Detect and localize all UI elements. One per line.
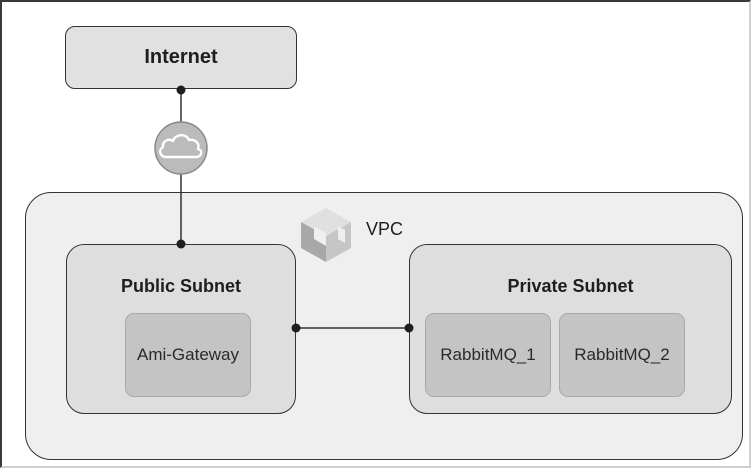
- vpc-cube-icon: [301, 208, 351, 262]
- private-subnet-left-dot: [404, 323, 414, 333]
- rabbitmq-1-node: RabbitMQ_1: [425, 313, 551, 397]
- rabbitmq-2-node: RabbitMQ_2: [559, 313, 685, 397]
- internet-connection-dot: [176, 85, 186, 95]
- public-subnet-right-dot: [291, 323, 301, 333]
- vpc-label: VPC: [366, 219, 404, 239]
- internet-label: Internet: [144, 46, 218, 68]
- private-subnet-title: Private Subnet: [507, 276, 634, 296]
- public-subnet-top-dot: [176, 239, 186, 249]
- public-subnet-title: Public Subnet: [120, 276, 241, 296]
- ami-gateway-node: Ami-Gateway: [125, 313, 251, 397]
- cloud-icon: [154, 121, 208, 175]
